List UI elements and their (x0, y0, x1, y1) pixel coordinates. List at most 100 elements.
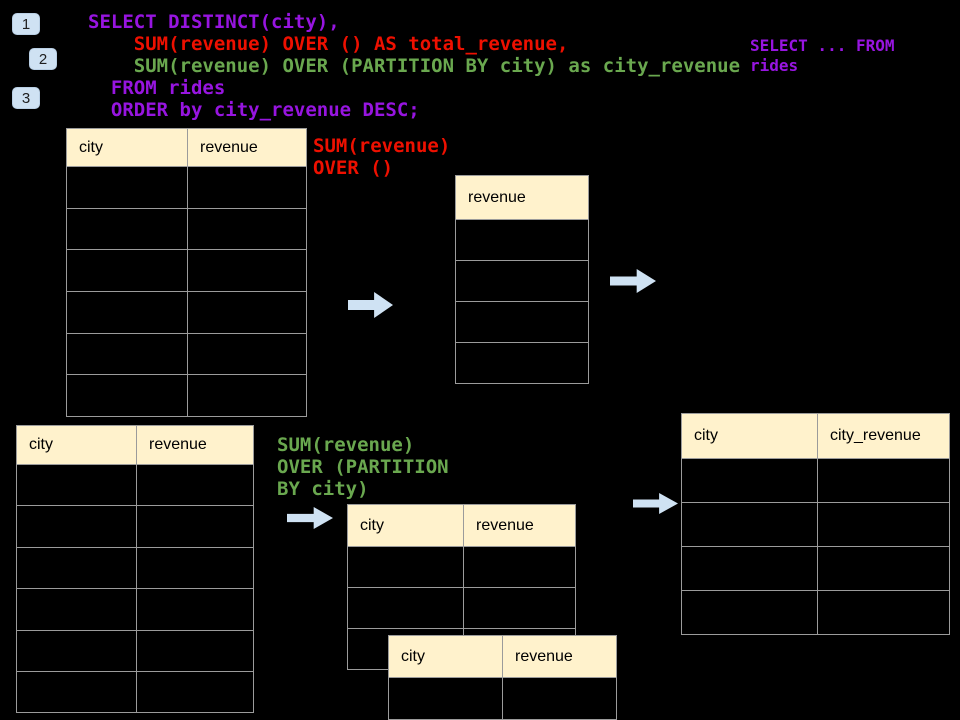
total-window-annotation: SUM(revenue)OVER () (313, 135, 450, 179)
table-row (456, 301, 588, 342)
table-cell (67, 249, 188, 292)
code-line: OVER () (313, 157, 394, 179)
column-header: city (17, 426, 137, 464)
table-row (456, 260, 588, 301)
table-cell (818, 546, 949, 590)
column-header: revenue (456, 176, 588, 219)
table-cell (17, 505, 137, 547)
table-cell (503, 677, 616, 719)
table-cell (456, 260, 588, 301)
table-cell (456, 219, 588, 260)
table-row (17, 588, 253, 630)
table-cell (682, 458, 818, 502)
step-badge-2: 2 (29, 48, 57, 70)
table-cell (188, 166, 306, 208)
column-header: revenue (137, 426, 253, 464)
arrow-right-icon (633, 493, 678, 514)
table-cell (456, 342, 588, 383)
table-cell (188, 332, 306, 375)
code-line: SELECT ... FROM (750, 36, 895, 55)
code-line: SELECT DISTINCT(city), (88, 11, 340, 33)
table-cell (188, 249, 306, 291)
table-row (17, 670, 253, 713)
table-cell (67, 374, 188, 417)
table-row (17, 546, 253, 589)
table-cell (137, 505, 253, 546)
table-row (682, 502, 949, 546)
table-row (67, 332, 306, 375)
code-line: FROM rides (88, 77, 226, 99)
table-cell (17, 588, 137, 630)
table-cell (682, 546, 818, 590)
column-header: revenue (503, 636, 616, 677)
column-header: city (389, 636, 503, 677)
table-row (17, 464, 253, 506)
code-line: SUM(revenue) (277, 434, 415, 456)
table-row (389, 677, 616, 719)
code-line: SUM(revenue) (313, 135, 451, 157)
table-cell (67, 332, 188, 375)
column-header: revenue (188, 129, 306, 166)
table-cell (137, 629, 253, 671)
code-line: ORDER by city_revenue DESC; (88, 99, 420, 121)
table-row (67, 291, 306, 333)
arrow-right-icon (610, 269, 656, 293)
table-cell (464, 587, 575, 628)
column-header: revenue (464, 505, 575, 546)
code-line: rides (750, 56, 799, 75)
table-cell (818, 502, 949, 546)
code-line: OVER (PARTITION (277, 456, 449, 478)
table-row (456, 342, 588, 383)
table-cell (188, 207, 306, 250)
table-row (67, 249, 306, 292)
table-cell (67, 166, 188, 208)
table-cell (17, 670, 137, 713)
table-cell (137, 588, 253, 629)
table-cell (67, 207, 188, 250)
table-cell (17, 629, 137, 671)
arrow-right-icon (348, 292, 393, 318)
table-row (682, 546, 949, 590)
table-cell (682, 590, 818, 634)
table-row (67, 374, 306, 417)
table-cell (818, 458, 949, 502)
code-line: BY city) (277, 478, 369, 500)
table-cell (464, 546, 575, 587)
table-cell (137, 464, 253, 505)
code-line: SUM(revenue) OVER () AS total_revenue, (88, 33, 569, 55)
table-row (456, 219, 588, 260)
table-row: revenue (456, 176, 588, 219)
table-cell (464, 628, 575, 669)
table-cell (818, 590, 949, 634)
table-cell (682, 502, 818, 546)
table-row (17, 629, 253, 671)
table-total-revenue: revenue (455, 175, 589, 384)
table-row (348, 587, 575, 628)
table-cell (188, 291, 306, 333)
table-row (682, 458, 949, 502)
table-cell (389, 677, 503, 719)
table-row (17, 505, 253, 547)
table-cell (137, 546, 253, 588)
sql-query-code: SELECT DISTINCT(city), SUM(revenue) OVER… (88, 11, 740, 121)
column-header: city (682, 414, 818, 458)
step-badge-1: 1 (12, 13, 40, 35)
table-row (67, 207, 306, 250)
table-cell (188, 374, 306, 416)
table-cell (456, 301, 588, 342)
column-header: city (67, 129, 188, 166)
column-header: city (348, 505, 464, 546)
table-cell (17, 546, 137, 589)
column-header: city_revenue (818, 414, 949, 458)
table-cell (67, 291, 188, 333)
